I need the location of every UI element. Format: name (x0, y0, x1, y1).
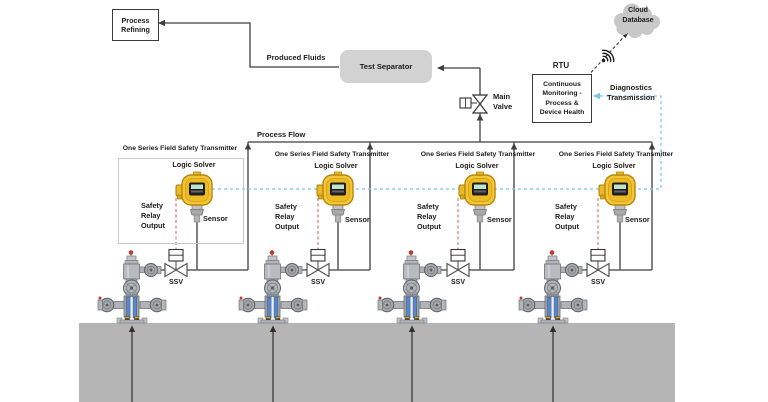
safety-relay-output-label: Safety Relay Output (555, 202, 579, 231)
diagnostics-signal-line (212, 92, 662, 190)
wellhead-icon (377, 249, 447, 324)
wellhead-icon (518, 249, 588, 324)
main-valve-icon (459, 94, 489, 114)
ssv-valve-icon (586, 248, 610, 278)
sensor-label: Sensor (625, 215, 650, 224)
wellhead-icon (97, 249, 167, 324)
produced-fluids-label: Produced Fluids (266, 53, 326, 62)
process-refining-box: Process Refining (112, 9, 159, 41)
main-valve-label: Main Valve (493, 92, 513, 111)
safety-relay-output-label: Safety Relay Output (275, 202, 299, 231)
ssv-label: SSV (450, 279, 465, 286)
safety-relay-lines (175, 198, 599, 249)
wellhead-icon (238, 249, 308, 324)
well-flow-arrows (128, 325, 557, 332)
transmitter-1-enclosure (118, 158, 244, 244)
unit-title: One Series Field Safety Transmitter (274, 151, 390, 158)
sensor-label: Sensor (487, 215, 512, 224)
sensor-label: Sensor (345, 215, 370, 224)
unit-title: One Series Field Safety Transmitter (558, 151, 674, 158)
diagnostics-transmission-label: Diagnostics Transmission (607, 83, 655, 102)
ssv-label: SSV (590, 279, 605, 286)
ssv-valve-icon (446, 248, 470, 278)
rtu-box: Continuous Monitoring - Process & Device… (532, 74, 592, 123)
process-flow-label: Process Flow (257, 130, 306, 139)
sensor-label: Sensor (203, 214, 228, 223)
safety-relay-output-label: Safety Relay Output (417, 202, 441, 231)
logic-solver-label: Logic Solver (314, 161, 358, 170)
well-bore-lines (131, 328, 554, 402)
unit-title: One Series Field Safety Transmitter (122, 145, 238, 152)
safety-relay-output-label: Safety Relay Output (141, 201, 165, 230)
ssv-valve-icon (164, 248, 188, 278)
logic-solver-label: Logic Solver (592, 161, 636, 170)
flow-arrowheads (158, 19, 656, 150)
ground-surface (79, 323, 675, 402)
logic-solver-label: Logic Solver (455, 161, 499, 170)
unit-title: One Series Field Safety Transmitter (420, 151, 536, 158)
ssv-label: SSV (168, 279, 183, 286)
rtu-label: RTU (552, 61, 570, 70)
ssv-valve-icon (306, 248, 330, 278)
test-separator-box: Test Separator (340, 50, 432, 83)
cloud-icon (614, 3, 660, 38)
logic-solver-label: Logic Solver (172, 160, 216, 169)
cloud-database-label: Cloud Database (622, 7, 654, 24)
wifi-icon (601, 49, 615, 63)
ssv-label: SSV (310, 279, 325, 286)
